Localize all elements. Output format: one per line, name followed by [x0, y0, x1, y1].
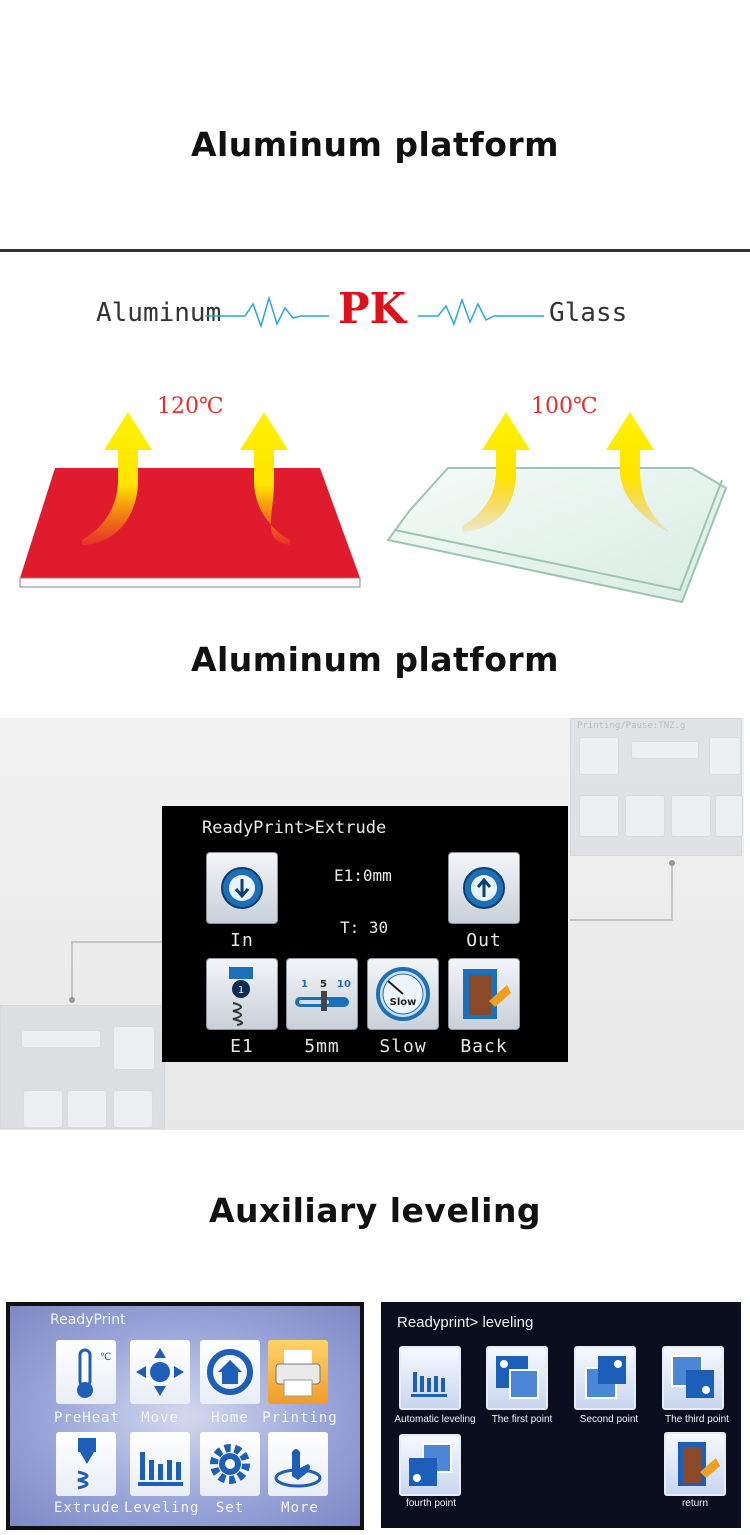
- speed-gauge-icon: Slow: [376, 967, 430, 1021]
- leveling-bars-icon: [411, 1372, 447, 1397]
- heat-arrow-4: [606, 412, 668, 532]
- speed-label: Slow: [379, 1036, 427, 1057]
- set-button[interactable]: [200, 1432, 260, 1496]
- more-button[interactable]: [268, 1432, 328, 1496]
- wave-line-right: [418, 297, 544, 327]
- step-slider-icon: 1 5 10: [295, 979, 351, 1011]
- step-size-label: 5mm: [304, 1036, 340, 1057]
- svg-text:1: 1: [301, 979, 308, 990]
- section-heading: Aluminum platform: [190, 125, 560, 164]
- screen-title: ReadyPrint>Extrude: [202, 818, 387, 838]
- out-label: Out: [466, 930, 502, 951]
- second-point-label: Second point: [579, 1414, 639, 1425]
- first-point-icon: [496, 1356, 539, 1399]
- leveling-screen: Readyprint> leveling Automatic leveling …: [381, 1302, 741, 1528]
- automatic-leveling-button[interactable]: [399, 1346, 461, 1410]
- main-menu-title: ReadyPrint: [50, 1312, 126, 1328]
- svg-text:5: 5: [320, 979, 327, 990]
- automatic-leveling-label: Automatic leveling: [394, 1414, 476, 1425]
- thermometer-icon: ℃: [77, 1348, 111, 1398]
- section-heading-3: Auxiliary leveling: [208, 1191, 542, 1230]
- extrude-button[interactable]: [56, 1432, 116, 1496]
- heat-arrow-3: [462, 412, 530, 532]
- more-label: More: [281, 1500, 319, 1516]
- third-point-icon: [671, 1355, 714, 1398]
- extrude-label: Extrude: [53, 1500, 120, 1516]
- svg-text:10: 10: [337, 979, 351, 990]
- extrude-in-icon: [221, 867, 263, 909]
- comparison-row: Aluminum PK Glass: [0, 280, 750, 350]
- first-point-label: The first point: [491, 1414, 553, 1425]
- aluminum-plate: [20, 468, 360, 578]
- aluminum-label: Aluminum: [96, 298, 222, 328]
- preheat-label: PreHeat: [53, 1410, 120, 1426]
- second-point-button[interactable]: [574, 1346, 636, 1410]
- leveling-bars-icon: [138, 1452, 183, 1486]
- aluminum-temperature: 120℃: [157, 394, 224, 419]
- connector-lines: [69, 860, 675, 1003]
- return-door-icon: [678, 1442, 720, 1486]
- extrude-screen: ReadyPrint>Extrude In E1:0mm T: 30 Out 1…: [162, 806, 568, 1062]
- glass-label: Glass: [549, 298, 628, 328]
- home-button[interactable]: [200, 1340, 260, 1404]
- wave-line-left: [205, 295, 329, 329]
- move-arrows-icon: [136, 1348, 184, 1396]
- home-icon: [207, 1349, 253, 1395]
- fourth-point-label: fourth point: [405, 1498, 457, 1509]
- fourth-point-button[interactable]: [399, 1434, 461, 1496]
- second-point-icon: [585, 1356, 626, 1399]
- move-button[interactable]: [130, 1340, 190, 1404]
- printer-icon: [275, 1350, 321, 1397]
- printing-button[interactable]: [268, 1340, 328, 1404]
- extrude-in-button[interactable]: [206, 852, 278, 924]
- return-button[interactable]: [664, 1432, 726, 1496]
- svg-text:1: 1: [238, 985, 244, 996]
- plates-drawing: [19, 412, 728, 604]
- intro-banner: Aluminum platform: [0, 0, 750, 252]
- set-label: Set: [215, 1500, 245, 1516]
- leveling-button[interactable]: [130, 1432, 190, 1496]
- temperature-readout: T: 30: [340, 918, 389, 937]
- svg-text:℃: ℃: [100, 1352, 111, 1363]
- extruder-icon: [77, 1438, 96, 1490]
- home-label: Home: [211, 1410, 249, 1426]
- leveling-title: Readyprint> leveling: [397, 1314, 534, 1331]
- glass-temperature: 100℃: [531, 394, 598, 419]
- fourth-point-icon: [409, 1443, 452, 1486]
- back-button[interactable]: [448, 958, 520, 1030]
- exit-door-icon: [463, 969, 511, 1019]
- gear-icon: [210, 1444, 250, 1484]
- leveling-label: Leveling: [124, 1500, 200, 1516]
- section-heading-2: Aluminum platform: [190, 640, 560, 679]
- main-menu-screen: ReadyPrint ℃ PreHeat Move Home: [6, 1302, 364, 1530]
- more-hand-icon: [274, 1449, 322, 1488]
- printing-label: Printing: [262, 1410, 338, 1426]
- pk-versus-label: PK: [338, 284, 407, 333]
- third-point-label: The third point: [665, 1414, 729, 1425]
- first-point-button[interactable]: [486, 1346, 548, 1410]
- extruder-nozzle-icon: 1: [229, 967, 253, 1026]
- extrude-out-icon: [463, 867, 505, 909]
- heat-arrow-2: [240, 412, 290, 545]
- svg-text:Slow: Slow: [390, 997, 417, 1008]
- back-label: Back: [460, 1036, 508, 1057]
- step-size-button[interactable]: 1 5 10: [286, 958, 358, 1030]
- e1-readout: E1:0mm: [334, 866, 392, 885]
- ghost-screen-top: Printing/Pause:TNZ.g: [570, 718, 743, 856]
- return-label: return: [681, 1498, 709, 1509]
- preheat-button[interactable]: ℃: [56, 1340, 116, 1404]
- extrude-out-button[interactable]: [448, 852, 520, 924]
- plate-comparison-illustration: 120℃ 100℃: [0, 380, 750, 610]
- glass-plate: [386, 467, 728, 604]
- ghost-screen-bottom: [0, 1005, 165, 1129]
- in-label: In: [230, 930, 254, 951]
- third-point-button[interactable]: [662, 1346, 724, 1410]
- heat-arrow-1: [82, 412, 152, 545]
- move-label: Move: [141, 1410, 179, 1426]
- speed-button[interactable]: Slow: [367, 958, 439, 1030]
- e1-label: E1: [230, 1036, 254, 1057]
- e1-button[interactable]: 1: [206, 958, 278, 1030]
